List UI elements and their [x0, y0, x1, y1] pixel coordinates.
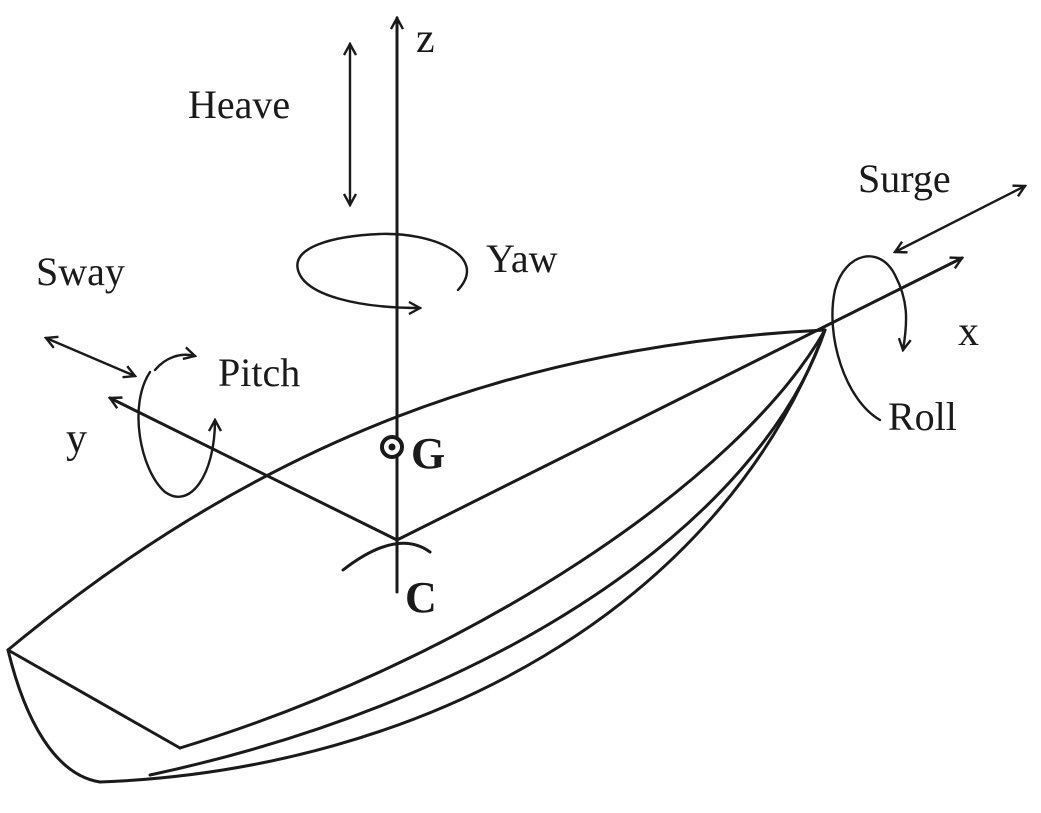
- point-g-label: G: [411, 429, 445, 478]
- point-c-label: C: [405, 573, 437, 622]
- y-axis: [110, 398, 399, 542]
- pitch-label: Pitch: [218, 350, 300, 395]
- ship-hull: [6, 328, 827, 784]
- yaw-label: Yaw: [486, 236, 558, 281]
- hull-keel-line: [98, 328, 827, 784]
- x-axis-label: x: [958, 309, 979, 355]
- hull-stern-transom: [6, 648, 182, 750]
- heave-label: Heave: [188, 82, 290, 127]
- roll-label: Roll: [888, 394, 957, 439]
- sway-label: Sway: [36, 249, 125, 294]
- waterplane-arc: [341, 541, 432, 572]
- body-axes: [110, 18, 962, 594]
- z-axis-label: z: [416, 16, 435, 62]
- yaw-arrow: [296, 232, 468, 308]
- pitch-arrow-head: [153, 355, 195, 372]
- surge-arrow: [895, 186, 1025, 252]
- hull-waterline: [178, 328, 827, 750]
- surge-label: Surge: [858, 156, 951, 201]
- hull-bilge-line: [148, 328, 827, 777]
- sway-arrow: [46, 338, 135, 376]
- roll-arrow: [831, 255, 906, 422]
- x-axis: [395, 258, 962, 542]
- y-axis-label: y: [66, 416, 87, 462]
- hull-stern-lower: [6, 648, 102, 784]
- pitch-arrow: [137, 370, 215, 498]
- center-of-gravity-dot: [388, 443, 396, 451]
